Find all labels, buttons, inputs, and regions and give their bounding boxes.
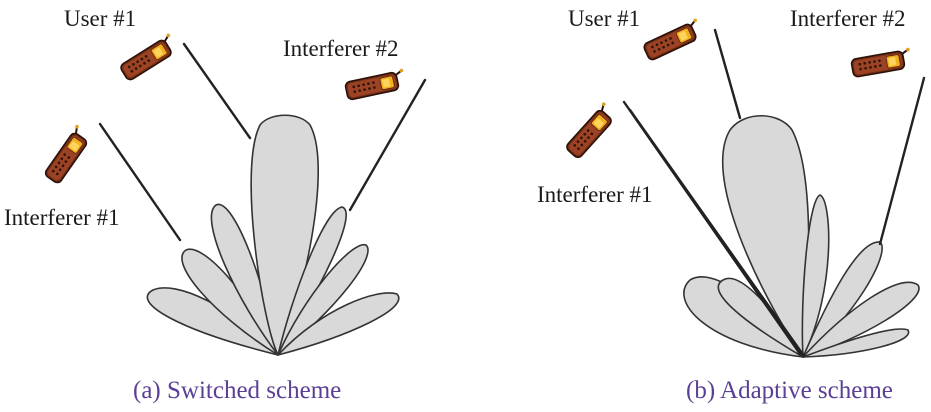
link-line <box>182 42 252 140</box>
panel-a-links <box>98 42 427 242</box>
label-interferer-2-b: Interferer #2 <box>790 6 906 31</box>
label-interferer-1-b: Interferer #1 <box>537 182 653 207</box>
label-interferer-2-a: Interferer #2 <box>283 36 399 61</box>
caption-a: (a) Switched scheme <box>133 377 342 404</box>
beam-lobe <box>802 281 920 358</box>
mobile-phone-icon <box>41 123 94 186</box>
label-interferer-1-a: Interferer #1 <box>4 205 120 230</box>
mobile-phone-icon <box>849 46 914 79</box>
panel-a-diagram <box>146 114 400 356</box>
caption-b: (b) Adaptive scheme <box>686 377 893 404</box>
link-line <box>713 28 742 120</box>
link-line <box>348 78 427 212</box>
panel-b-diagram <box>683 114 920 358</box>
mobile-phone-icon <box>343 67 408 102</box>
label-user-1-b: User #1 <box>568 6 641 31</box>
beam-lobe <box>801 194 830 358</box>
link-line <box>878 76 926 246</box>
panel-b-links <box>622 28 926 358</box>
beam-lobe <box>277 292 400 356</box>
mobile-phone-icon <box>562 100 620 161</box>
link-line <box>98 122 182 242</box>
beam-lobe <box>277 244 369 356</box>
label-user-1-a: User #1 <box>64 6 137 31</box>
mobile-phone-icon <box>117 31 181 83</box>
link-line <box>628 108 806 358</box>
beam-lobe <box>802 328 910 358</box>
mobile-phone-icon <box>640 16 706 63</box>
